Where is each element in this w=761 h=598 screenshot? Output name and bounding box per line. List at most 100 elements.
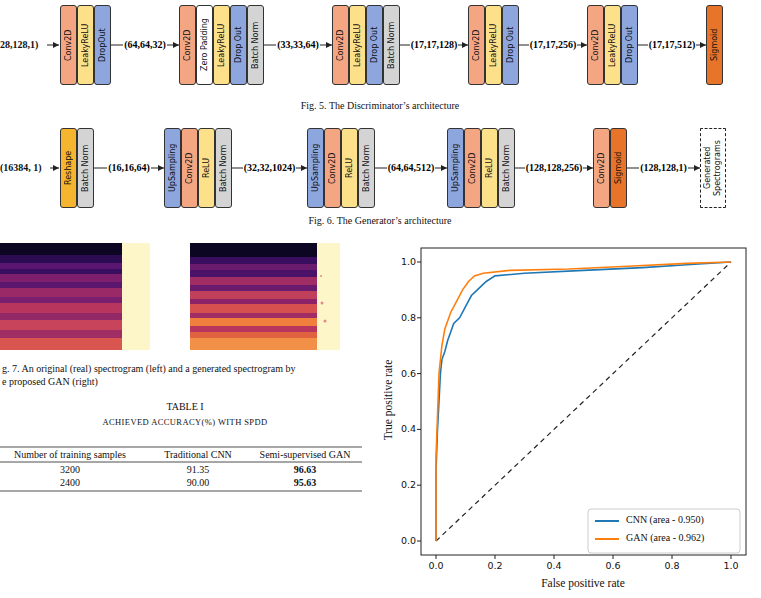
tensor-shape: (32,32,1024) <box>243 162 297 174</box>
layer-box: Conv2D <box>60 5 77 85</box>
text-label: Number of training samples <box>0 449 140 461</box>
layer-box: ReLU <box>341 128 358 208</box>
layer-name: Drop Out <box>506 7 516 83</box>
layer-name: UpSampling <box>451 130 461 206</box>
layer-box: Drop Out <box>366 5 383 85</box>
input-arrow <box>47 45 59 46</box>
layer-name: Conv2D <box>336 7 346 83</box>
layer-name: Conv2D <box>597 130 607 206</box>
layer-name: LeakyReLU <box>217 7 227 83</box>
layer-box: LeakyReLU <box>349 5 366 85</box>
tensor-shape: (17,17,128) <box>410 39 459 51</box>
layer-box: Drop Out <box>230 5 247 85</box>
layer-name: DropOut <box>98 7 108 83</box>
text-label: 0.0 <box>421 560 451 572</box>
layer-box: Conv2D <box>332 5 349 85</box>
layer-box: DropOut <box>94 5 111 85</box>
text-label: 0.8 <box>390 312 416 324</box>
layer-box: LeakyReLU <box>485 5 502 85</box>
layer-name: Conv2D <box>468 130 478 206</box>
layer-box: Batch Norm <box>383 5 400 85</box>
text-label: ACHIEVED ACCURACY(%) WITH SPDD <box>60 416 310 428</box>
layer-name: Batch Norm <box>502 130 512 206</box>
layer-name: Drop Out <box>625 7 635 83</box>
layer-box: Drop Out <box>502 5 519 85</box>
text-label: 0.4 <box>539 560 569 572</box>
text-label: 1.0 <box>716 560 746 572</box>
layer-name: Reshape <box>64 130 74 206</box>
text-label: 0.8 <box>657 560 687 572</box>
layer-box: Conv2D <box>181 128 198 208</box>
layer-name: UpSampling <box>311 130 321 206</box>
tensor-shape: (33,33,64) <box>276 39 320 51</box>
layer-name: UpSampling <box>168 130 178 206</box>
tensor-shape: (17,17,512) <box>648 39 697 51</box>
layer-box: Conv2D <box>593 128 610 208</box>
text-label: 95.63 <box>250 477 360 489</box>
chance-line <box>436 262 731 541</box>
text-label: 3200 <box>0 464 140 476</box>
tensor-shape: (16,16,64) <box>107 162 151 174</box>
layer-name: Drop Out <box>370 7 380 83</box>
text-label: e proposed GAN (right) <box>2 376 202 388</box>
layer-name: Sigmoid <box>710 7 720 83</box>
text-label: Fig. 5. The Discriminator’s architecture <box>180 100 580 112</box>
real-spectrogram <box>0 243 150 350</box>
layer-box: UpSampling <box>307 128 324 208</box>
text-label: Semi-supervised GAN <box>250 449 360 461</box>
layer-box: LeakyReLU <box>213 5 230 85</box>
layer-box: ReLU <box>198 128 215 208</box>
layer-box: Generated Spectrograms <box>700 128 726 208</box>
legend-swatch <box>595 520 619 522</box>
text-label: 2400 <box>0 477 140 489</box>
layer-box: Sigmoid <box>610 128 627 208</box>
text-label: 96.63 <box>250 464 360 476</box>
tensor-shape: (64,64,32) <box>123 39 167 51</box>
gan-roc-curve <box>436 262 731 541</box>
legend-text: GAN (area - 0.962) <box>626 532 704 544</box>
layer-box: Sigmoid <box>706 5 723 85</box>
layer-box: LeakyReLU <box>77 5 94 85</box>
text-label: Traditional CNN <box>148 449 248 461</box>
text-label: 0.6 <box>598 560 628 572</box>
layer-name: Zero Padding <box>200 7 210 83</box>
text-label: 0.2 <box>390 479 416 491</box>
layer-name: Conv2D <box>591 7 601 83</box>
text-label: False positive rate <box>503 577 663 589</box>
text-label: 90.00 <box>148 477 248 489</box>
layer-box: Conv2D <box>464 128 481 208</box>
tensor-shape: (64,64,512) <box>387 162 436 174</box>
layer-name: LeakyReLU <box>81 7 91 83</box>
layer-box: Batch Norm <box>215 128 232 208</box>
legend-swatch <box>595 538 619 540</box>
text-label: 0.0 <box>390 535 416 547</box>
tensor-shape: (128,128,1) <box>639 162 688 174</box>
tensor-shape: (17,17,256) <box>529 39 578 51</box>
layer-name: Generated Spectrograms <box>703 130 723 206</box>
layer-box: Batch Norm <box>77 128 94 208</box>
generated-spectrogram <box>190 243 340 350</box>
layer-name: Batch Norm <box>362 130 372 206</box>
layer-box: Conv2D <box>324 128 341 208</box>
layer-name: LeakyReLU <box>353 7 363 83</box>
table-rules <box>0 447 362 491</box>
layer-name: Drop Out <box>234 7 244 83</box>
layer-box: Reshape <box>60 128 77 208</box>
text-label: g. 7. An original (real) spectrogram (le… <box>2 363 382 375</box>
layer-name: ReLU <box>202 130 212 206</box>
layer-box: UpSampling <box>164 128 181 208</box>
layer-box: Batch Norm <box>358 128 375 208</box>
roc-chart <box>417 248 746 559</box>
layer-box: UpSampling <box>447 128 464 208</box>
legend-box <box>588 509 740 553</box>
layer-name: Batch Norm <box>251 7 261 83</box>
layer-name: Conv2D <box>328 130 338 206</box>
text-label: 91.35 <box>148 464 248 476</box>
layer-name: Batch Norm <box>81 130 91 206</box>
text-label: (16384, 1) <box>0 162 50 174</box>
layer-box: Drop Out <box>621 5 638 85</box>
